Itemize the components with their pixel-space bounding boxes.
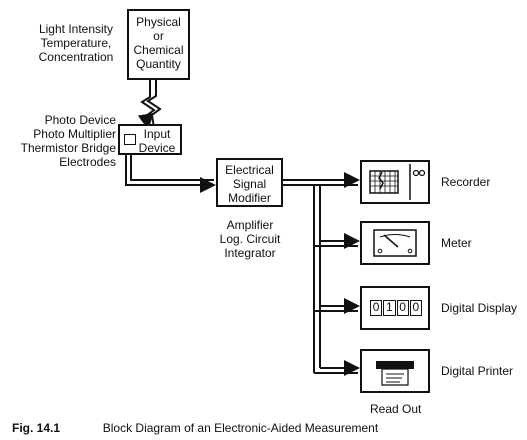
digit-1: 0 (370, 300, 383, 316)
input-device-box: Input Device (118, 124, 182, 155)
signal-modifier-box: Electrical Signal Modifier (216, 158, 283, 207)
quantity-example-2: Temperature, (40, 36, 112, 50)
modifier-line-3: Modifier (228, 191, 271, 205)
digit-3: 0 (396, 300, 409, 316)
meter-icon (373, 229, 417, 257)
digital-display-icon: 0 1 0 0 (370, 300, 422, 316)
figure-title: Block Diagram of an Electronic-Aided Mea… (102, 421, 379, 435)
printer-icon (376, 361, 414, 386)
digit-2: 1 (383, 300, 396, 316)
digital-printer-label: Digital Printer (441, 364, 514, 378)
signal-zigzag-arrow (137, 80, 156, 130)
digital-display-label: Digital Display (441, 301, 518, 315)
input-example-4: Electrodes (59, 155, 116, 169)
quantity-line-2: or (153, 29, 164, 43)
quantity-example-1: Light Intensity (38, 22, 114, 36)
quantity-line-1: Physical (136, 15, 181, 29)
recorder-icon (369, 164, 426, 200)
input-to-modifier-line (125, 151, 216, 193)
figure-caption: Fig. 14.1 Block Diagram of an Electronic… (12, 421, 378, 435)
recorder-box (360, 160, 430, 204)
modifier-example-1: Amplifier (226, 218, 274, 232)
modifier-examples: Amplifier Log. Circuit Integrator (205, 218, 295, 260)
modifier-example-2: Log. Circuit (219, 232, 281, 246)
quantity-examples: Light Intensity Temperature, Concentrati… (30, 22, 122, 64)
signal-modifier-label: Electrical Signal Modifier (218, 163, 281, 205)
input-line-2: Device (138, 141, 176, 155)
readout-label: Read Out (370, 402, 422, 416)
modifier-line-1: Electrical (225, 163, 274, 177)
input-example-3: Thermistor Bridge (20, 141, 116, 155)
input-device-examples: Photo Device Photo Multiplier Thermistor… (8, 113, 116, 169)
input-example-1: Photo Device (44, 113, 116, 127)
physical-quantity-box: Physical or Chemical Quantity (127, 9, 190, 80)
input-device-label: Input Device (134, 127, 180, 155)
recorder-label: Recorder (441, 175, 491, 189)
input-example-2: Photo Multiplier (33, 127, 116, 141)
sensor-icon (124, 134, 136, 145)
quantity-example-3: Concentration (38, 50, 114, 64)
quantity-line-4: Quantity (136, 57, 181, 71)
figure-number: Fig. 14.1 (12, 421, 61, 435)
physical-quantity-label: Physical or Chemical Quantity (129, 15, 188, 71)
digital-display-box: 0 1 0 0 (360, 286, 430, 330)
meter-label: Meter (441, 236, 472, 250)
digital-printer-box (360, 349, 430, 393)
meter-box (360, 221, 430, 265)
input-line-1: Input (143, 127, 171, 141)
modifier-line-2: Signal (232, 177, 267, 191)
quantity-line-3: Chemical (133, 43, 184, 57)
modifier-example-3: Integrator (224, 246, 276, 260)
digit-4: 0 (409, 300, 422, 316)
